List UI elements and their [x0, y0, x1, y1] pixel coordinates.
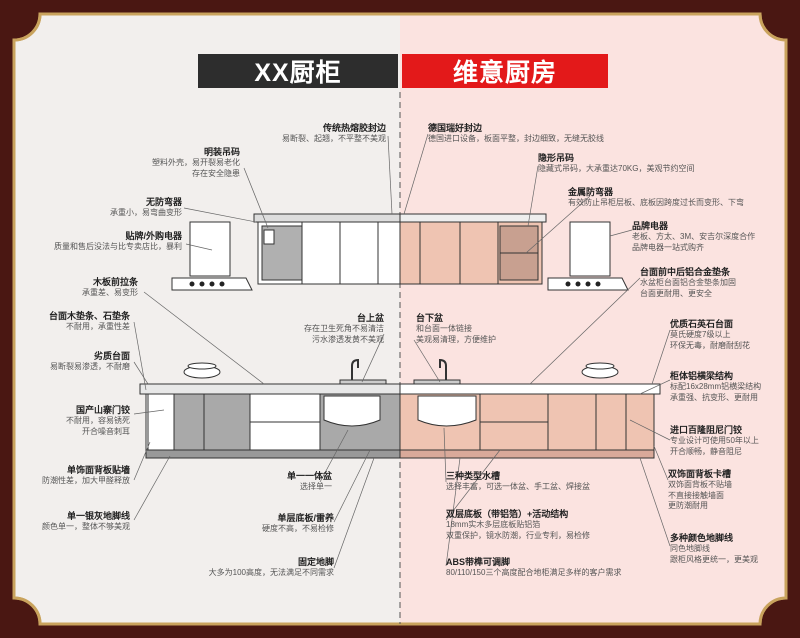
right-label: 多种颜色地脚线同色地脚线 跟柜风格更统一，更美观: [670, 533, 758, 564]
right-label: 台面前中后铝合金垫条水盆柜台面铝合金垫条加固 台面更耐用、更安全: [640, 267, 736, 298]
right-label: 品牌电器老板、方太、3M、安吉尔深度合作 品牌电器一站式购齐: [632, 221, 756, 252]
right-label: 德国瑞好封边德国进口设备，板面平整，封边细致，无缝无胶线: [428, 123, 604, 143]
left-label: 明装吊码塑料外壳，易开裂易老化 存在安全隐患: [152, 147, 240, 178]
left-label: 台面木垫条、石垫条不耐用，承重性差: [48, 311, 130, 331]
right-label: 三种类型水槽选择丰富，可选一体盆、手工盆、焊接盆: [446, 471, 590, 491]
left-label: 单饰面背板贴墙防潮性差，加大甲醛释放: [42, 465, 130, 485]
right-label: 优质石英石台面莫氏硬度7级以上 环保无毒，耐磨耐刮花: [670, 319, 750, 350]
right-label: 金属防弯器有效防止吊柜层板、底板因跨度过长而变形、下弯: [568, 187, 744, 207]
leader-lines: [133, 133, 671, 569]
right-label: 柜体铝横梁结构标配16x28mm铝横梁结构 承重强、抗变形、更耐用: [670, 371, 762, 402]
right-label: 进口百隆阻尼门铰专业设计可使用50年以上 开合顺畅，静音阻尼: [670, 425, 759, 456]
right-label: 台下盆和台面一体链接 美观易清理，方便维护: [416, 313, 496, 344]
header-right-brand: 维意厨房: [402, 54, 608, 88]
right-panel-bg: [400, 14, 786, 624]
left-label: 国产山寨门铰不耐用，容易锈死 开合噪音刺耳: [66, 405, 130, 436]
right-kitchen: [400, 213, 661, 459]
header-left-brand: XX厨柜: [198, 54, 398, 88]
left-label: 传统热熔胶封边易断裂、起翘，不平整不美观: [282, 123, 386, 143]
left-label: 固定地脚大多为100高度，无法满足不同需求: [208, 557, 334, 577]
left-label: 单一银灰地脚线颜色单一，整体不够美观: [42, 511, 130, 531]
right-label: 隐形吊码隐藏式吊码，大承重达70KG，美观节约空间: [538, 153, 695, 173]
left-label: 单层底板/雷养硬度不高，不易检修: [262, 513, 334, 533]
left-label: 木板前拉条承重差、易变形: [82, 277, 138, 297]
right-label: 双饰面背板卡槽双饰面背板不贴墙 不直接接触墙面 更防潮耐用: [668, 469, 732, 510]
left-label: 劣质台面易断裂易渗透，不耐磨: [50, 351, 130, 371]
left-label: 无防弯器承重小，易弯曲变形: [110, 197, 182, 217]
left-label: 台上盆存在卫生死角不易清洁 污水渗透发黄不美观: [304, 313, 384, 344]
left-label: 贴牌/外购电器质量和售后没法与比专卖店比，暴利: [54, 231, 182, 251]
left-label: 单一一体盆选择单一: [286, 471, 332, 491]
left-kitchen: [139, 213, 400, 459]
